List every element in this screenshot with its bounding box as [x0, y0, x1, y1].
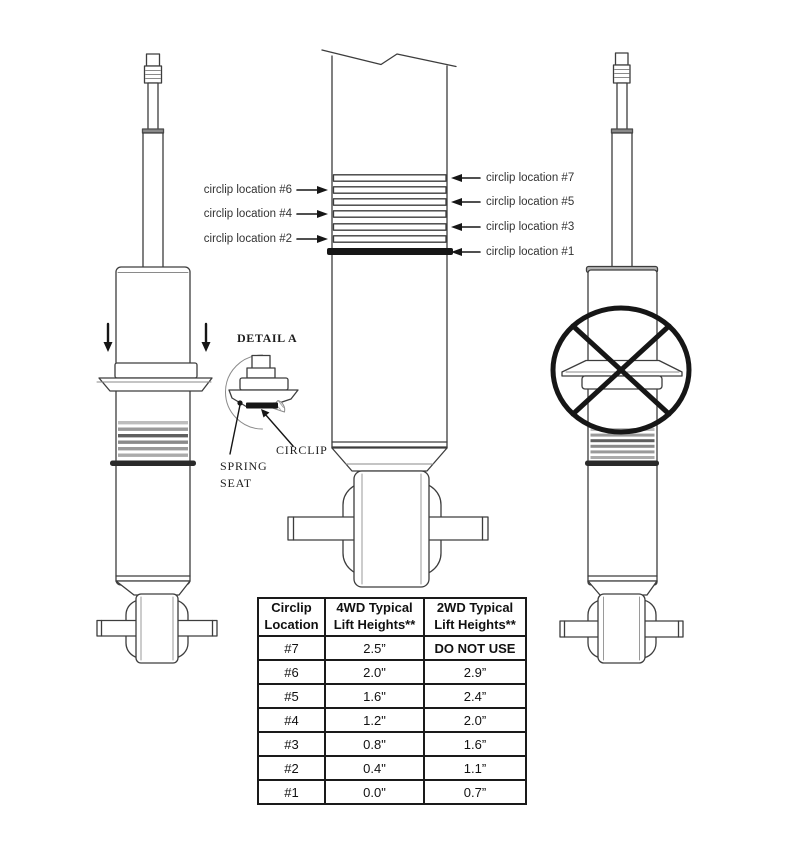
- circlip-location-3-label: circlip location #3: [486, 221, 575, 233]
- circlip-callout-arrowhead: [261, 409, 270, 418]
- table-row: #3 0.8" 1.6”: [257, 731, 527, 757]
- middle-shock-cutaway-drawing: [287, 49, 489, 588]
- circlip-location-4-label: circlip location #4: [203, 208, 292, 220]
- circlip-location-7-label: circlip location #7: [486, 172, 575, 184]
- circlip-location-1-label: circlip location #1: [486, 246, 575, 258]
- spring-seat-label-line1: SPRING: [220, 459, 268, 473]
- right-shock-lower-taper: [587, 580, 658, 596]
- table-row: #7 2.5” DO NOT USE: [257, 635, 527, 661]
- cell-2wd: 2.9”: [423, 659, 527, 685]
- detail-a-drawing: [225, 354, 299, 455]
- header-2wd-lift: 2WD Typical Lift Heights**: [423, 597, 527, 637]
- down-arrows: [103, 322, 211, 352]
- cell-2wd: 1.1”: [423, 755, 527, 781]
- left-shock-top-nut: [145, 53, 161, 67]
- circlip-callout-label: CIRCLIP: [276, 443, 328, 457]
- table-header-row: Circlip Location 4WD Typical Lift Height…: [257, 597, 527, 637]
- detail-a-title: DETAIL A: [237, 331, 298, 345]
- detail-circlip-bar: [246, 402, 278, 409]
- left-installed-circlip-ring: [110, 460, 196, 466]
- detail-boundary-arc: [225, 354, 263, 430]
- detail-spring-seat-body: [239, 377, 289, 391]
- cell-2wd: 1.6”: [423, 731, 527, 757]
- table-row: #4 1.2" 2.0”: [257, 707, 527, 733]
- right-shock-upper-rod: [616, 82, 628, 131]
- header-4wd-lift: 4WD Typical Lift Heights**: [324, 597, 425, 637]
- cell-location: #2: [257, 755, 326, 781]
- prohibited-circle-x-icon: [550, 305, 692, 435]
- table-row: #6 2.0" 2.9”: [257, 659, 527, 685]
- left-shock-upper-rod: [147, 82, 159, 131]
- left-spring-seat-flange: [98, 377, 213, 392]
- left-shock-body: [115, 266, 191, 586]
- circlip-location-1-ring: [327, 248, 453, 255]
- header-circlip-location: Circlip Location: [257, 597, 326, 637]
- middle-bushing-block: [353, 470, 430, 588]
- left-bushing-block: [135, 593, 179, 664]
- table-row: #2 0.4" 1.1”: [257, 755, 527, 781]
- right-shock-top-nut: [614, 52, 629, 66]
- break-line: [321, 49, 457, 68]
- circlip-label-arrows: [296, 174, 481, 256]
- circlip-location-2-label: circlip location #2: [203, 233, 292, 245]
- circlip-grooves: [332, 174, 447, 243]
- cell-4wd: 1.2": [324, 707, 425, 733]
- cell-2wd: DO NOT USE: [423, 635, 527, 661]
- cell-2wd: 0.7”: [423, 779, 527, 805]
- cell-2wd: 2.0”: [423, 707, 527, 733]
- cell-4wd: 2.0": [324, 659, 425, 685]
- cell-location: #4: [257, 707, 326, 733]
- cell-location: #6: [257, 659, 326, 685]
- circlip-location-6-label: circlip location #6: [203, 184, 292, 196]
- circlip-location-5-label: circlip location #5: [486, 196, 575, 208]
- left-spring-seat-collar: [114, 362, 198, 379]
- left-shock-rod: [142, 132, 164, 269]
- table-row: #1 0.0" 0.7”: [257, 779, 527, 805]
- lift-heights-table: Circlip Location 4WD Typical Lift Height…: [257, 597, 527, 805]
- cell-location: #3: [257, 731, 326, 757]
- cell-location: #5: [257, 683, 326, 709]
- cell-2wd: 2.4”: [423, 683, 527, 709]
- right-bushing-block: [597, 593, 646, 664]
- right-shock-drawing: [559, 52, 684, 664]
- cell-4wd: 0.4": [324, 755, 425, 781]
- left-shock-lower-taper: [115, 580, 191, 596]
- cell-4wd: 0.0": [324, 779, 425, 805]
- right-installed-circlip-ring: [585, 460, 659, 466]
- cell-4wd: 0.8": [324, 731, 425, 757]
- left-shock-drawing: [96, 53, 218, 664]
- table-row: #5 1.6" 2.4”: [257, 683, 527, 709]
- right-shock-rod: [611, 132, 633, 269]
- cell-location: #1: [257, 779, 326, 805]
- right-inverted-collar: [581, 375, 663, 390]
- middle-lower-shoulder: [331, 447, 448, 472]
- cell-4wd: 2.5”: [324, 635, 425, 661]
- cell-location: #7: [257, 635, 326, 661]
- spring-seat-label-line2: SEAT: [220, 476, 252, 490]
- spring-seat-callout-dot: [237, 400, 243, 406]
- spring-seat-callout-label: SPRING SEAT: [220, 458, 267, 492]
- cell-4wd: 1.6": [324, 683, 425, 709]
- left-shock-grooves: [118, 421, 188, 457]
